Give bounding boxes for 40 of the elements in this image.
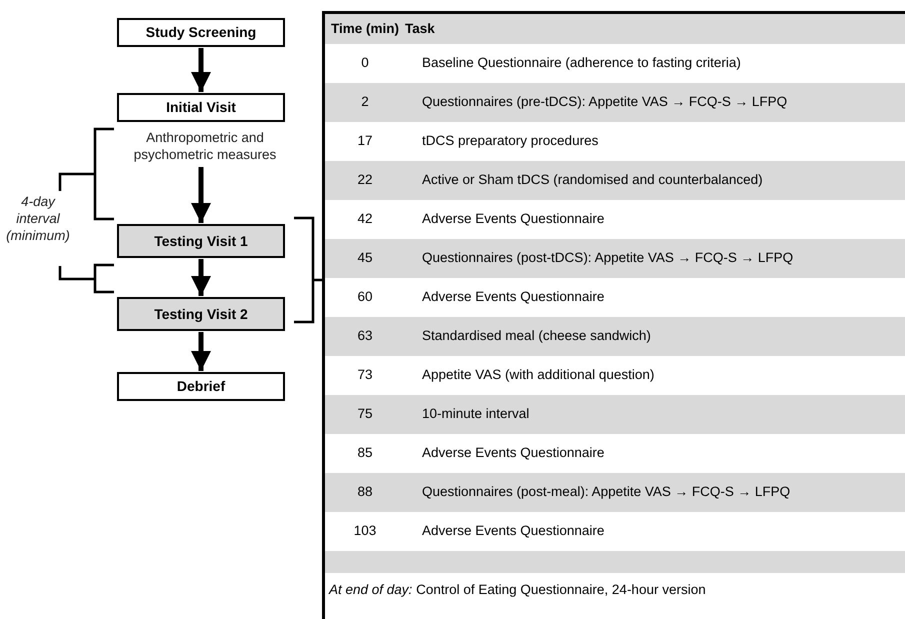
time-cell-text: 63 (356, 327, 374, 346)
interval-note: 4-day interval (minimum) (5, 193, 71, 244)
time-cell-text: 45 (356, 249, 374, 268)
task-cell-text: 10-minute interval (421, 405, 530, 424)
time-cell-text: 17 (356, 132, 374, 150)
time-cell-text: 42 (356, 210, 374, 228)
time-cell-text: 0 (360, 54, 370, 72)
arrow (191, 259, 211, 296)
column-header: Time (min) (330, 20, 400, 38)
arrow (191, 332, 211, 371)
arrow (191, 167, 211, 223)
task-cell-text: Adverse Events Questionnaire (421, 288, 604, 306)
testing-visit-box: Testing Visit 1 (117, 224, 285, 258)
process-box: Study Screening (117, 18, 285, 47)
task-cell-text: Adverse Events Questionnaire (421, 444, 604, 462)
task-cell-text: Questionnaires (post-tDCS): Appetite VAS → FCQ-S → LFPQ (421, 249, 794, 268)
time-cell-text: 75 (356, 405, 374, 424)
testing-visit-box: Testing Visit 2 (117, 297, 285, 331)
arrow (191, 48, 211, 92)
footnote: At end of day: Control of Eating Questionnaire, 24-hour version (328, 580, 706, 599)
time-cell-text: 85 (356, 444, 374, 462)
task-cell-text: Baseline Questionnaire (adherence to fasting criteria) (421, 54, 741, 72)
time-cell-text: 2 (360, 93, 370, 112)
time-cell-text: 88 (356, 483, 374, 502)
process-box: Initial Visit (117, 93, 285, 122)
task-cell-text: tDCS preparatory procedures (421, 132, 598, 150)
task-cell-text: Appetite VAS (with additional question) (421, 366, 654, 384)
time-cell-text: 22 (356, 171, 374, 190)
task-cell-text: Questionnaires (pre-tDCS): Appetite VAS → FCQ-S → LFPQ (421, 93, 788, 112)
task-cell-text: Standardised meal (cheese sandwich) (421, 327, 651, 346)
task-cell-text: Questionnaires (post-meal): Appetite VAS → FCQ-S → LFPQ (421, 483, 790, 502)
process-box: Debrief (117, 372, 285, 401)
task-cell-text: Active or Sham tDCS (randomised and counterbalanced) (421, 171, 763, 190)
task-cell-text: Adverse Events Questionnaire (421, 522, 604, 540)
step-note: Anthropometric and psychometric measures (110, 126, 300, 166)
column-header: Task (405, 20, 435, 38)
task-cell-text: Adverse Events Questionnaire (421, 210, 604, 228)
time-cell-text: 60 (356, 288, 374, 306)
time-cell-text: 103 (352, 522, 378, 540)
time-cell-text: 73 (356, 366, 374, 384)
